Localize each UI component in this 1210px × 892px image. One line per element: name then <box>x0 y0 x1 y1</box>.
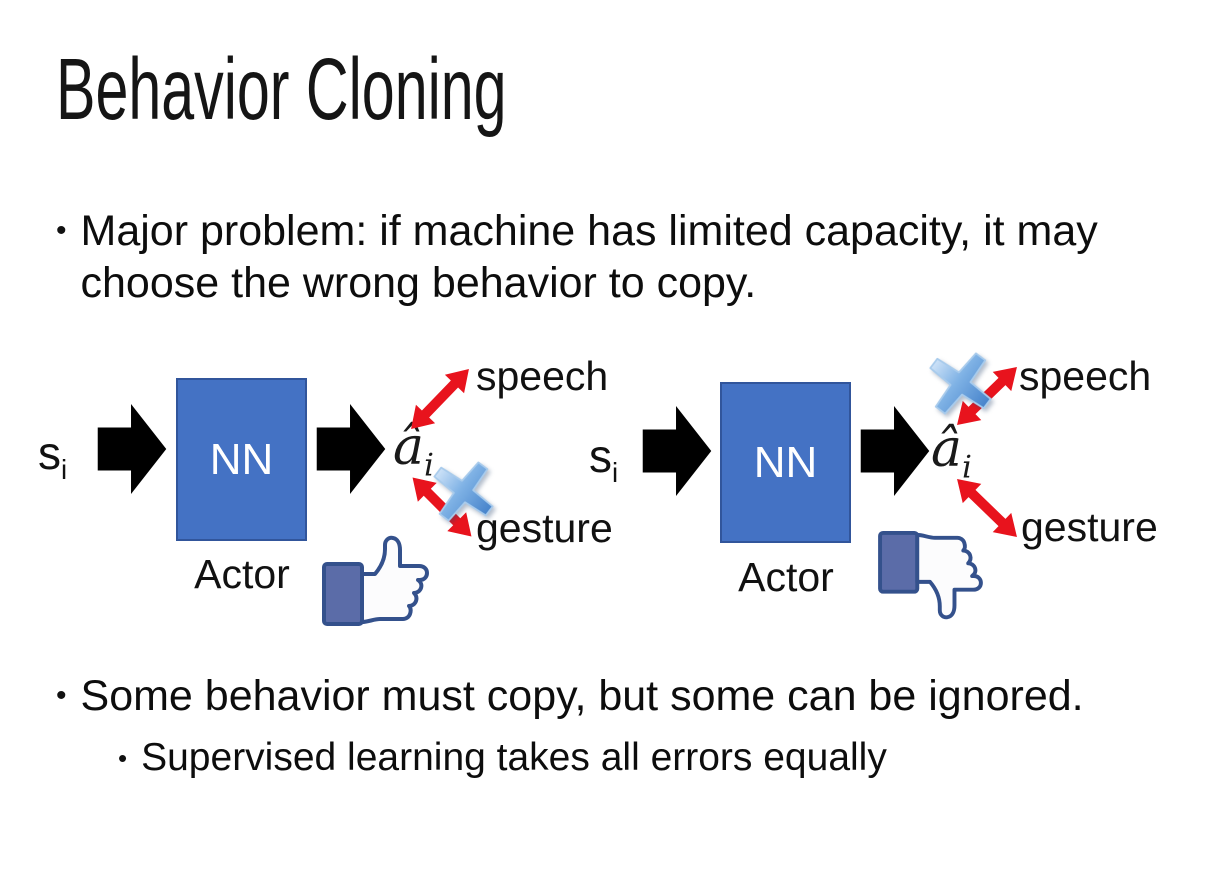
nn-label: NN <box>209 434 274 484</box>
bullet-some-behavior: • Some behavior must copy, but some can … <box>56 672 1176 720</box>
input-state-label: si <box>589 430 619 489</box>
bullet-text: Supervised learning takes all errors equ… <box>141 736 887 779</box>
actor-label: Actor <box>194 551 290 597</box>
bullet-major-problem: • Major problem: if machine has limited … <box>56 205 1176 309</box>
bullet-text: Some behavior must copy, but some can be… <box>80 672 1084 720</box>
nn-box: NN <box>176 378 307 541</box>
thumbs-up-icon <box>322 535 429 626</box>
gesture-label: gesture <box>1021 504 1158 550</box>
gesture-label: gesture <box>476 505 613 551</box>
nn-box: NN <box>720 382 851 543</box>
thumbs-down-icon <box>878 530 983 620</box>
bullet-text: Major problem: if machine has limited ca… <box>80 207 1098 307</box>
blue-cross-icon <box>433 461 494 522</box>
nn-label: NN <box>753 437 818 487</box>
red-double-arrow-icon <box>411 369 469 429</box>
slide-title: Behavior Cloning <box>56 41 507 138</box>
predicted-action-label: âi <box>931 419 972 486</box>
black-block-arrow-icon <box>97 403 167 495</box>
bullet-dot: • <box>56 679 67 712</box>
actor-label: Actor <box>738 554 834 600</box>
bullet-dot: • <box>118 743 128 773</box>
speech-label: speech <box>476 353 609 399</box>
speech-label: speech <box>1019 353 1152 399</box>
input-state-label: si <box>38 427 68 486</box>
red-double-arrow-icon <box>412 477 472 537</box>
blue-cross-icon <box>929 352 992 415</box>
black-block-arrow-icon <box>860 405 930 497</box>
black-block-arrow-icon <box>316 403 386 495</box>
red-double-arrow-icon <box>957 479 1017 537</box>
black-block-arrow-icon <box>642 405 712 497</box>
bullet-dot: • <box>56 214 67 247</box>
bullet-supervised: • Supervised learning takes all errors e… <box>118 734 1168 782</box>
